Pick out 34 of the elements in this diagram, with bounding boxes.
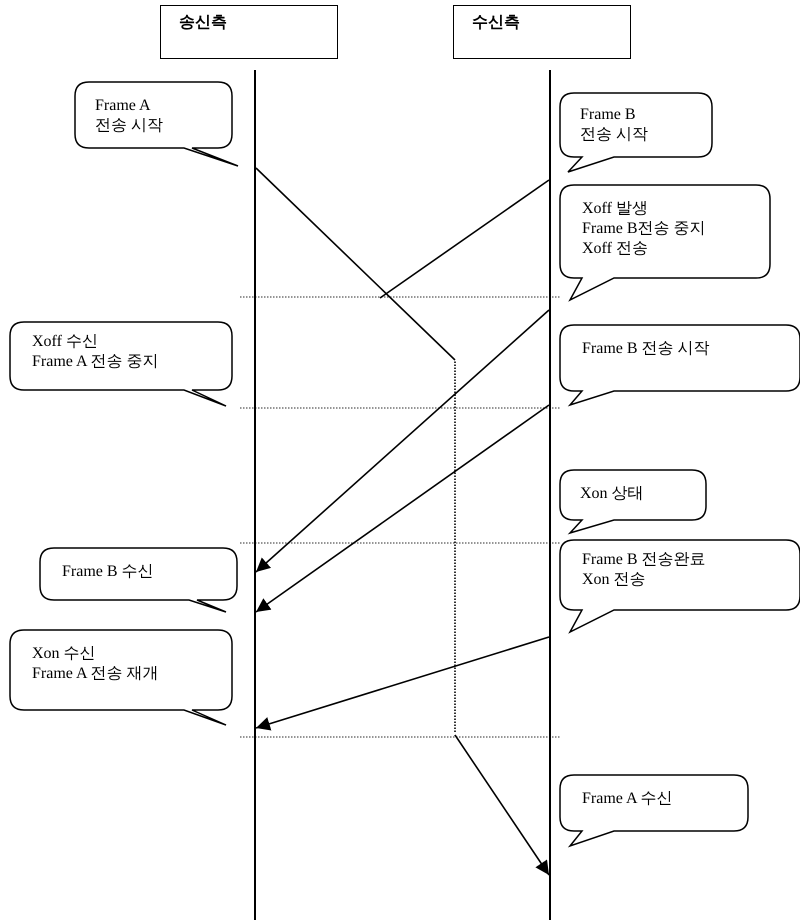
arrow bbox=[256, 636, 550, 731]
bubble-text: Xoff 수신 bbox=[32, 332, 99, 352]
bubble-text: Frame A 수신 bbox=[582, 789, 674, 809]
speech-bubble bbox=[560, 540, 800, 632]
bubble-text: Xon 전송 bbox=[582, 570, 647, 590]
signal-line bbox=[380, 179, 550, 299]
speech-bubble bbox=[560, 93, 712, 172]
lifeline bbox=[254, 70, 256, 920]
lifeline bbox=[549, 70, 551, 920]
bubble-text: Frame A 전송 중지 bbox=[32, 352, 160, 372]
speech-bubble bbox=[560, 470, 706, 533]
speech-bubble bbox=[40, 548, 237, 612]
bubble-text: Xoff 전송 bbox=[582, 239, 649, 259]
bubble-text: Xon 상태 bbox=[580, 484, 645, 504]
speech-bubble bbox=[560, 775, 748, 846]
arrow bbox=[255, 167, 550, 876]
lane-header: 송신측 bbox=[160, 5, 338, 59]
speech-bubble bbox=[10, 322, 232, 406]
lane-header: 수신측 bbox=[453, 5, 631, 59]
arrow bbox=[256, 404, 550, 613]
bubble-text: Frame B 전송완료 bbox=[582, 550, 707, 570]
bubble-text: Xoff 발생 bbox=[582, 199, 649, 219]
bubble-text: Frame B 전송 시작 bbox=[582, 339, 711, 359]
bubble-text: Frame B 전송 시작 bbox=[580, 105, 649, 145]
bubble-text: Frame B 수신 bbox=[62, 562, 155, 582]
bubble-text: Frame A 전송 시작 bbox=[95, 96, 164, 136]
bubble-text: Frame A 전송 재개 bbox=[32, 664, 160, 684]
speech-bubble bbox=[560, 185, 770, 300]
bubble-text: Xon 수신 bbox=[32, 644, 97, 664]
speech-bubble bbox=[10, 630, 232, 725]
bubble-text: Frame B전송 중지 bbox=[582, 219, 707, 239]
arrow bbox=[255, 309, 550, 573]
speech-bubble bbox=[75, 82, 238, 166]
speech-bubble bbox=[560, 325, 800, 405]
